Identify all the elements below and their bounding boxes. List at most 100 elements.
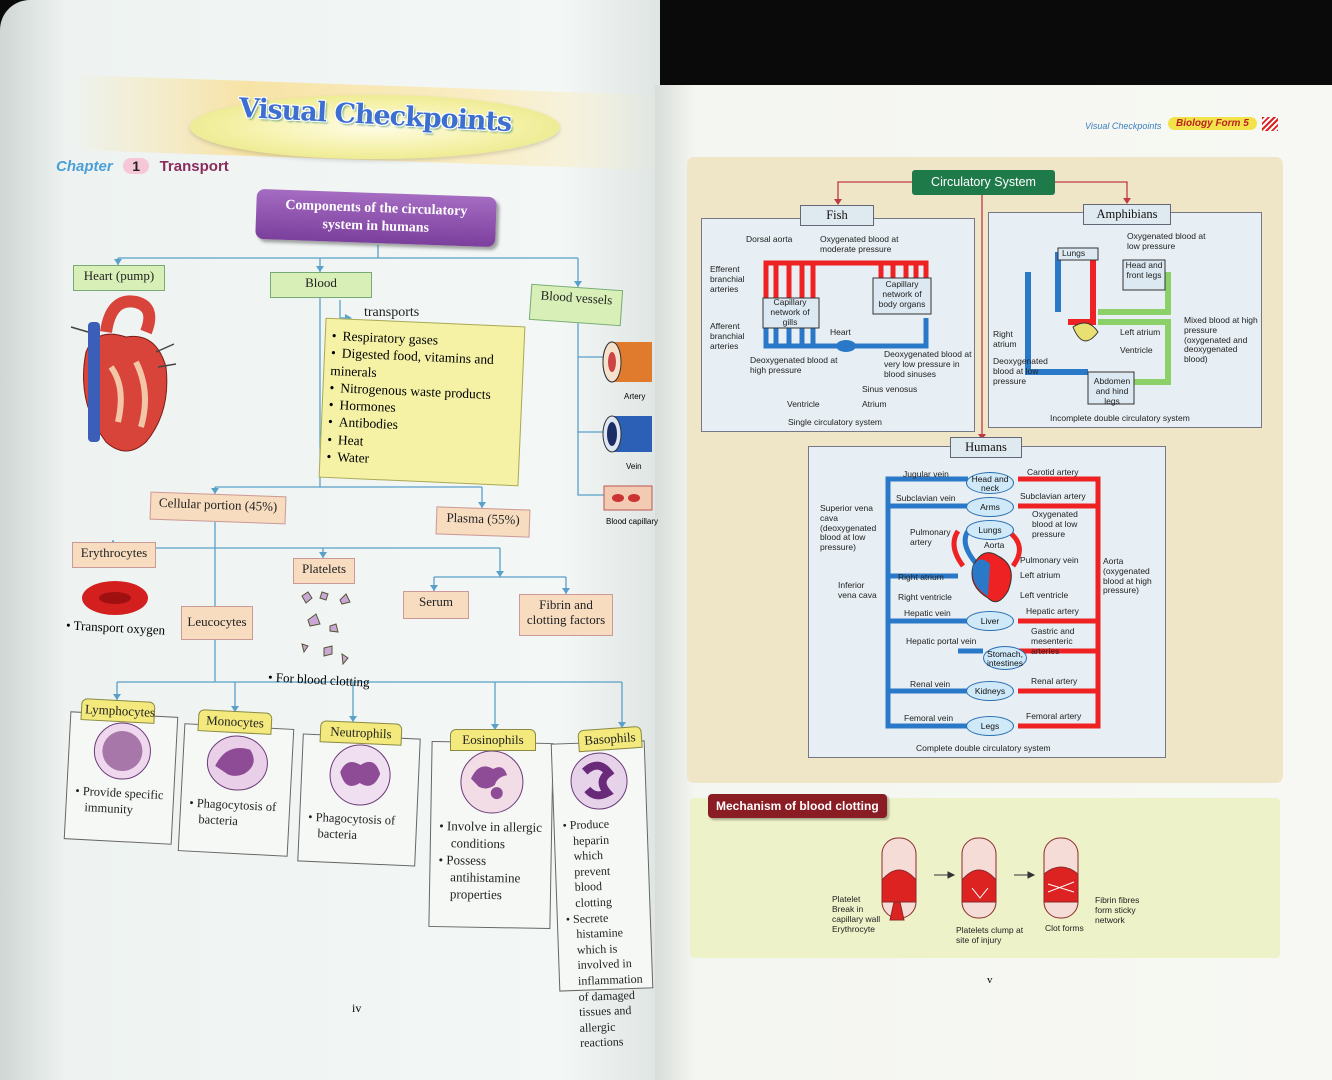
human-label-hepatic-artery: Hepatic artery [1026,606,1079,616]
neutrophils-card: • Phagocytosis of bacteria [297,733,421,867]
clot-label-break: Break in capillary wall [832,904,881,924]
book-badge: Biology Form 5 [1168,117,1257,130]
fish-label-gills: Capillary network of gills [770,297,810,327]
basophil-illustration [570,752,628,810]
chapter-label: Chapter [56,158,113,175]
fish-label-heart: Heart [830,327,851,337]
human-label-inferior-vena-cava: Inferior vena cava [838,580,877,600]
fish-caption: Single circulatory system [788,417,883,427]
stripe-icon [1262,117,1278,131]
platelets-illustration [301,591,351,666]
chapter-heading: Chapter 1 Transport [56,158,229,176]
amph-label-mixed: Mixed blood at high pressure (oxygenated… [1184,315,1258,365]
amphibian-title: Amphibians [1083,204,1171,225]
human-label-oxygenated-low: Oxygenated blood at low pressure [1032,509,1078,539]
monocyte-illustration [206,735,268,791]
transports-label: transports [364,305,420,320]
human-label-subclavian-vein: Subclavian vein [896,493,956,503]
clot-label-clump: Platelets clump at site of injury [956,925,1024,945]
fish-label-ventricle: Ventricle [787,399,820,409]
fibrin-box: Fibrin and clotting factors [519,594,613,636]
fish-label-deoxy-low: Deoxygenated blood at very low pressure … [884,349,972,379]
organ-kidneys: Kidneys [966,681,1014,701]
fish-label-oxygenated: Oxygenated blood at moderate pressure [820,234,899,254]
clot-label-clot-forms: Clot forms [1045,923,1084,933]
clotting-illustration [881,837,1079,921]
platelets-box: Platelets [293,558,355,584]
human-label-superior-vena-cava: Superior vena cava (deoxygenated blood a… [820,503,877,553]
right-page-number: v [987,974,993,986]
organ-arms: Arms [966,497,1014,517]
blood-box: Blood [270,272,372,298]
vessel-label-vein: Vein [626,462,642,471]
eosinophils-tab: Eosinophils [450,729,536,751]
running-head: Visual Checkpoints [1085,121,1162,131]
vessel-illustrations [602,341,653,511]
fish-label-dorsal-aorta: Dorsal aorta [746,234,793,244]
fish-label-body-organs: Capillary network of body organs [878,279,926,309]
human-label-renal-artery: Renal artery [1031,676,1078,686]
fish-title: Fish [800,205,874,226]
vessel-label-capillary: Blood capillary [606,517,659,526]
human-label-right-ventricle: Right ventricle [898,592,952,602]
organ-head-neck: Head and neck [966,472,1014,494]
left-page-number: iv [352,1001,362,1015]
lymphocyte-illustration [93,722,151,780]
organ-liver: Liver [966,611,1014,631]
basophils-card: • Produce heparin which prevent blood cl… [550,740,654,1050]
fish-label-efferent: Efferent branchial arteries [710,264,745,294]
human-label-pulmonary-vein: Pulmonary vein [1020,555,1079,565]
human-label-hepatic-portal-vein: Hepatic portal vein [906,636,977,646]
human-label-hepatic-vein: Hepatic vein [904,608,951,618]
human-label-gastric-mesenteric: Gastric and mesenteric arteries [1031,626,1075,656]
human-label-femoral-vein: Femoral vein [904,713,954,723]
human-label-left-atrium: Left atrium [1020,570,1061,580]
human-label-renal-vein: Renal vein [910,679,951,689]
amph-label-right-atrium: Right atrium [993,329,1017,349]
human-label-aorta-high: Aorta (oxygenated blood at high pressure… [1103,556,1152,596]
neutrophil-illustration [329,744,391,806]
fish-panel [701,218,975,432]
fish-label-atrium: Atrium [862,399,887,409]
eosinophil-illustration [460,750,524,814]
erythrocyte-illustration [82,581,148,615]
clot-label-platelet: Platelet [832,894,861,904]
amph-label-left-atrium: Left atrium [1120,327,1161,337]
human-label-left-ventricle: Left ventricle [1020,590,1069,600]
fish-label-sinus-venosus: Sinus venosus [862,384,918,394]
leucocytes-box: Leucocytes [181,606,253,640]
chapter-title: Transport [159,158,229,175]
human-label-pulmonary-artery: Pulmonary artery [910,527,951,547]
clot-label-erythrocyte: Erythrocyte [832,924,875,934]
organ-legs: Legs [966,716,1014,736]
fish-label-afferent: Afferent branchial arteries [710,321,745,351]
clotting-title: Mechanism of blood clotting [708,794,887,818]
eosinophils-card: • Involve in allergic conditions • Posse… [428,740,554,930]
amph-label-lungs: Lungs [1062,248,1086,258]
circulatory-system-title: Circulatory System [912,170,1055,195]
heart-illustration [70,295,177,452]
human-label-right-atrium: Right atrium [898,572,944,582]
fish-label-deoxy-high: Deoxygenated blood at high pressure [750,355,838,375]
lymphocytes-card: • Provide specific immunity [63,711,179,845]
humans-title: Humans [950,437,1022,458]
humans-caption: Complete double circulatory system [916,743,1051,753]
chapter-number: 1 [123,158,150,174]
amph-label-head: Head and front legs [1125,260,1163,280]
heart-box: Heart (pump) [73,265,165,291]
amph-label-abdomen: Abdomen and hind legs [1093,376,1131,406]
human-label-jugular-vein: Jugular vein [903,469,949,479]
vessel-label-artery: Artery [624,392,646,401]
human-label-femoral-artery: Femoral artery [1026,711,1082,721]
amph-label-deoxygenated: Deoxygenated blood at low pressure [993,356,1048,386]
amphibian-circulation-diagram [1025,247,1171,405]
banner-ellipse [190,95,560,159]
monocytes-card: • Phagocytosis of bacteria [177,723,295,857]
human-circulation-diagram [885,476,1101,729]
erythrocytes-box: Erythrocytes [72,542,156,568]
organ-lungs: Lungs [966,520,1014,540]
organ-stomach: Stomach, intestines [983,646,1027,670]
amph-caption: Incomplete double circulatory system [1050,413,1190,423]
